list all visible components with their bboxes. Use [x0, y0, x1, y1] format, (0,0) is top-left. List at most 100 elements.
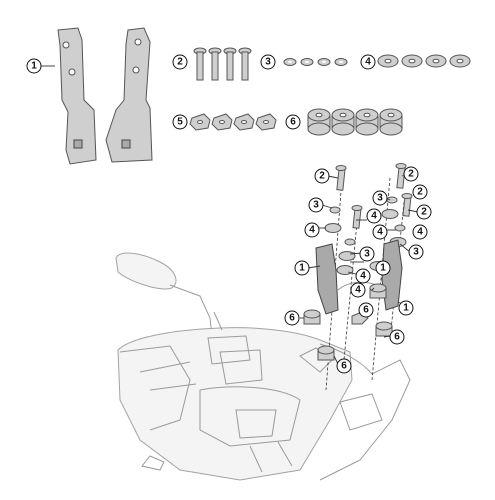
- part-2-bolts: 2: [172, 47, 252, 81]
- assembly-callout: 2: [403, 166, 419, 182]
- washer: [283, 58, 297, 66]
- assembly-callout: 1: [375, 260, 391, 276]
- clip-nut: [211, 113, 233, 131]
- assembly-callout: 4: [412, 224, 428, 240]
- assembly-right-bracket: [381, 239, 403, 311]
- assembly-callout: 4: [366, 208, 382, 224]
- right-bracket: [105, 27, 153, 163]
- svg-text:3: 3: [265, 57, 271, 68]
- assembly-callout: 1: [398, 300, 414, 316]
- svg-text:6: 6: [290, 117, 296, 128]
- callout-1: 1: [26, 58, 42, 74]
- svg-text:3: 3: [377, 193, 383, 204]
- assembly-callout: 6: [284, 310, 300, 326]
- svg-text:6: 6: [363, 305, 369, 316]
- svg-text:3: 3: [313, 200, 319, 211]
- svg-text:2: 2: [417, 187, 423, 198]
- svg-text:1: 1: [299, 263, 305, 274]
- assembly-washer: [344, 238, 356, 246]
- svg-text:5: 5: [177, 117, 183, 128]
- washer: [300, 58, 314, 66]
- clip-nut: [255, 113, 277, 131]
- svg-text:4: 4: [360, 271, 366, 282]
- assembly-callout: 4: [350, 282, 366, 298]
- assembly-left-bracket: [315, 243, 339, 315]
- svg-text:1: 1: [31, 61, 37, 72]
- assembly-bolt: [401, 193, 413, 217]
- motorcycle-front-sketch: [115, 252, 411, 481]
- svg-text:2: 2: [319, 171, 325, 182]
- assembly-spacer: [317, 345, 335, 361]
- part-3-washers: 3: [260, 54, 348, 70]
- svg-text:3: 3: [413, 247, 419, 258]
- callout-6: 6: [285, 114, 301, 130]
- large-washer: [449, 54, 471, 68]
- svg-text:4: 4: [355, 285, 361, 296]
- bolt: [193, 47, 207, 81]
- svg-text:4: 4: [417, 227, 423, 238]
- assembly-washer: [336, 265, 354, 275]
- assembly-washer: [329, 206, 341, 214]
- assembly-washer: [338, 251, 356, 261]
- washer: [317, 58, 331, 66]
- bolt: [208, 47, 222, 81]
- assembly-callout: 6: [336, 358, 352, 374]
- assembly-bolt: [395, 163, 407, 189]
- spacer: [379, 108, 403, 136]
- svg-text:6: 6: [394, 332, 400, 343]
- assembly-washer: [394, 224, 406, 232]
- large-washer: [425, 54, 447, 68]
- assembly-callout: 4: [372, 224, 388, 240]
- assembly-callout: 2: [412, 184, 428, 200]
- part-4-large-washers: 4: [360, 54, 471, 70]
- assembly-callout: 1: [294, 260, 310, 276]
- assembly-callout: 3: [408, 244, 424, 260]
- svg-text:6: 6: [341, 361, 347, 372]
- assembly-callout: 6: [389, 329, 405, 345]
- washer: [334, 58, 348, 66]
- bolt: [223, 47, 237, 81]
- callout-5: 5: [172, 114, 188, 130]
- callout-4: 4: [360, 54, 376, 70]
- assembly-spacer: [375, 321, 393, 337]
- spacer: [355, 108, 379, 136]
- bolt: [238, 47, 252, 81]
- svg-text:2: 2: [177, 57, 183, 68]
- part-5-clip-nuts: 5: [172, 113, 277, 131]
- svg-text:4: 4: [365, 57, 371, 68]
- assembly-callout: 4: [304, 222, 320, 238]
- assembly-bolt: [335, 165, 347, 191]
- clip-nut: [189, 113, 211, 131]
- svg-text:6: 6: [289, 313, 295, 324]
- assembly-callout: 3: [308, 197, 324, 213]
- assembly-callout: 3: [359, 246, 375, 262]
- large-washer: [401, 54, 423, 68]
- assembly-spacer: [303, 309, 321, 325]
- svg-text:2: 2: [408, 169, 414, 180]
- callout-2: 2: [172, 54, 188, 70]
- assembly-callout: 2: [416, 204, 432, 220]
- assembly-washer: [381, 209, 399, 219]
- left-bracket: [57, 27, 97, 165]
- spacer: [331, 108, 355, 136]
- svg-text:4: 4: [377, 227, 383, 238]
- clip-nut: [233, 113, 255, 131]
- spacer: [307, 108, 331, 136]
- part-6-spacers: 6: [285, 108, 403, 136]
- assembly-callout: 4: [355, 268, 371, 284]
- svg-text:2: 2: [421, 207, 427, 218]
- assembly-washer: [386, 196, 398, 204]
- large-washer: [377, 54, 399, 68]
- assembly-bolt: [351, 205, 363, 229]
- svg-text:3: 3: [364, 249, 370, 260]
- svg-text:1: 1: [380, 263, 386, 274]
- svg-text:4: 4: [309, 225, 315, 236]
- assembly-callout: 2: [314, 168, 330, 184]
- callout-3: 3: [260, 54, 276, 70]
- part-1-brackets: 1: [26, 27, 153, 165]
- assembly-washer: [324, 223, 342, 233]
- assembly-callout: 6: [358, 302, 374, 318]
- assembly-callout: 3: [372, 190, 388, 206]
- assembly-spacer: [369, 283, 387, 299]
